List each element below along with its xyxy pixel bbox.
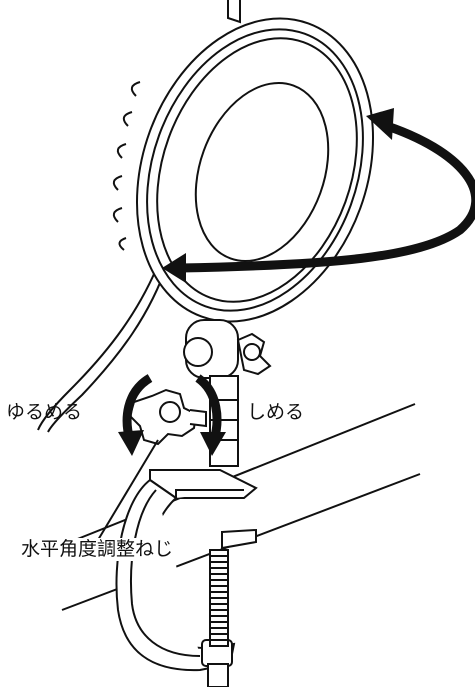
lamp-head [136,17,374,323]
clamp-plate [149,469,258,499]
horizontal-knob-label: 水平角度調整ねじ [18,538,177,561]
knob-leader-line [97,439,159,541]
pivot-joint [183,319,272,379]
loosen-label: ゆるめる [6,401,83,423]
cooling-fins [112,81,141,251]
tighten-label: しめる [247,401,305,423]
clamp-screw [207,528,257,687]
top-wire [227,0,241,24]
horizontal-knob [128,388,207,446]
rotation-arrow [162,108,475,283]
tighten-arrow [195,374,226,456]
power-cable [37,259,169,433]
loosen-arrow [118,374,153,456]
